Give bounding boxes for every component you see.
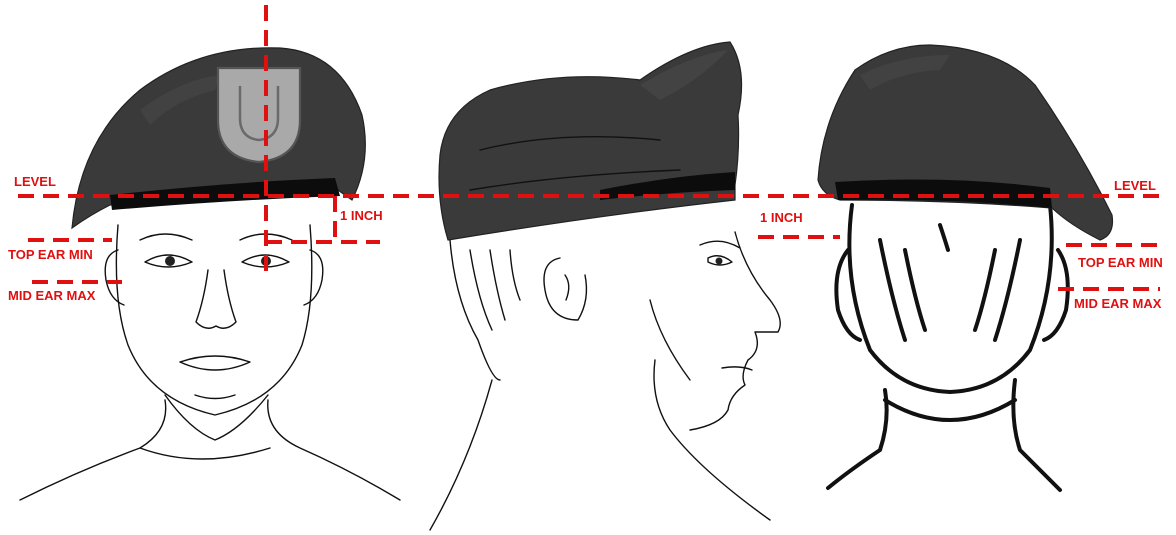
- label-level-right: LEVEL: [1114, 178, 1156, 193]
- side-ear: [544, 258, 586, 320]
- side-view: [430, 42, 780, 530]
- label-one-inch-side: 1 INCH: [760, 210, 803, 225]
- rear-view: [818, 45, 1113, 490]
- beret-flash: [218, 68, 300, 162]
- label-mid-ear-max-left: MID EAR MAX: [8, 288, 96, 303]
- label-top-ear-min-right: TOP EAR MIN: [1078, 255, 1163, 270]
- left-eye: [145, 255, 192, 267]
- label-one-inch-front: 1 INCH: [340, 208, 383, 223]
- label-level-left: LEVEL: [14, 174, 56, 189]
- front-view: [20, 48, 400, 500]
- label-mid-ear-max-right: MID EAR MAX: [1074, 296, 1162, 311]
- label-top-ear-min-left: TOP EAR MIN: [8, 247, 93, 262]
